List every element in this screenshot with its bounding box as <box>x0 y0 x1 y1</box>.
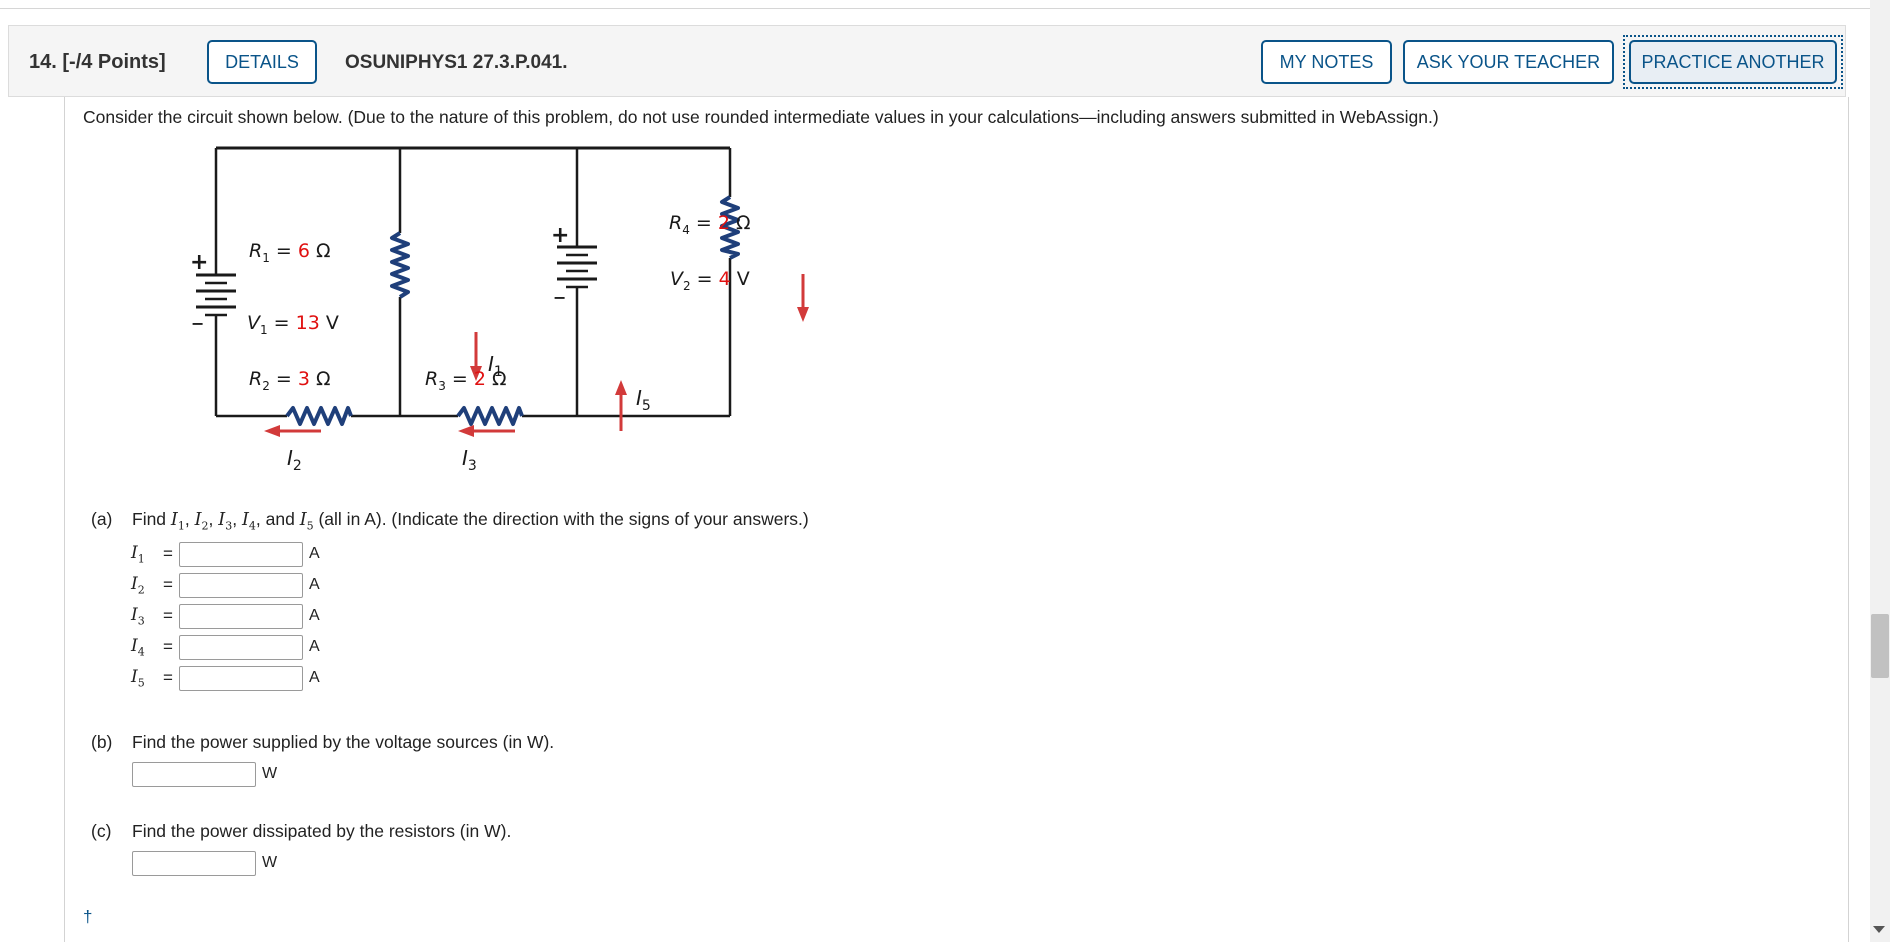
answer-row-i4: I4 = A <box>131 634 320 660</box>
power-supplied-input[interactable] <box>132 761 256 787</box>
arrow-i4 <box>797 274 809 322</box>
label-i1: I1 <box>488 352 503 380</box>
practice-another-button[interactable]: PRACTICE ANOTHER <box>1629 40 1837 84</box>
i3-answer-input[interactable] <box>179 603 303 629</box>
problem-code: OSUNIPHYS1 27.3.P.041. <box>345 52 568 73</box>
question-body: Consider the circuit shown below. (Due t… <box>64 97 1849 942</box>
resistor-r4 <box>720 195 740 260</box>
i4-answer-input[interactable] <box>179 634 303 660</box>
my-notes-button[interactable]: MY NOTES <box>1261 40 1392 84</box>
question-header: 14. [-/4 Points] DETAILS OSUNIPHYS1 27.3… <box>8 25 1846 97</box>
battery-v2 <box>557 245 597 302</box>
power-dissipated-input[interactable] <box>132 850 256 876</box>
arrow-i2 <box>264 425 321 437</box>
top-divider <box>0 0 1870 9</box>
question-number: 14. [-/4 Points] <box>29 51 166 73</box>
v2-minus-sign: − <box>553 288 566 307</box>
label-i3: I3 <box>462 446 477 474</box>
answer-row-power-dissipated: W <box>132 849 277 877</box>
label-i2: I2 <box>287 446 302 474</box>
v1-minus-sign: − <box>191 314 204 333</box>
footnote-dagger-link[interactable]: † <box>83 907 93 926</box>
answer-row-power-supplied: W <box>132 760 277 788</box>
part-a-instructions: (a)Find I1, I2, I3, I4, and I5 (all in A… <box>91 509 809 533</box>
answer-row-i5: I5 = A <box>131 665 320 691</box>
i5-answer-input[interactable] <box>179 665 303 691</box>
answer-row-i2: I2 = A <box>131 572 320 598</box>
i1-answer-input[interactable] <box>179 541 303 567</box>
i2-answer-input[interactable] <box>179 572 303 598</box>
arrow-i3 <box>458 425 515 437</box>
problem-prompt: Consider the circuit shown below. (Due t… <box>83 107 1439 127</box>
details-button[interactable]: DETAILS <box>207 40 317 84</box>
v2-plus-sign: + <box>551 223 569 248</box>
label-v2: V2 = 4 V <box>670 268 750 293</box>
answer-row-i3: I3 = A <box>131 603 320 629</box>
scroll-down-arrow-icon[interactable] <box>1873 926 1885 933</box>
scrollbar-thumb[interactable] <box>1871 614 1889 678</box>
ask-teacher-button[interactable]: ASK YOUR TEACHER <box>1403 40 1614 84</box>
resistor-r2 <box>285 406 353 426</box>
part-b-instructions: (b)Find the power supplied by the voltag… <box>91 732 555 752</box>
resistor-r1 <box>390 231 410 299</box>
label-i5: I5 <box>636 386 651 414</box>
circuit-wires <box>214 146 732 418</box>
practice-focus-ring: PRACTICE ANOTHER <box>1623 35 1843 89</box>
circuit-diagram: + − + − R1 = 6 Ω V1 = 13 V R2 = 3 Ω R3 =… <box>190 146 809 474</box>
part-c-instructions: (c)Find the power dissipated by the resi… <box>91 821 512 841</box>
vertical-scrollbar[interactable] <box>1870 0 1890 942</box>
v1-plus-sign: + <box>190 250 208 275</box>
arrow-i5 <box>615 380 627 431</box>
label-r2: R2 = 3 Ω <box>249 368 331 393</box>
label-r3: R3 = 2 Ω <box>425 368 507 393</box>
label-v1: V1 = 13 V <box>247 312 339 337</box>
label-r1: R1 = 6 Ω <box>249 240 331 265</box>
battery-v1 <box>196 273 236 325</box>
resistor-r3 <box>456 406 524 426</box>
arrow-i1 <box>470 332 482 381</box>
label-r4: R4 = 2 Ω <box>669 212 751 237</box>
answer-row-i1: I1 = A <box>131 541 320 567</box>
